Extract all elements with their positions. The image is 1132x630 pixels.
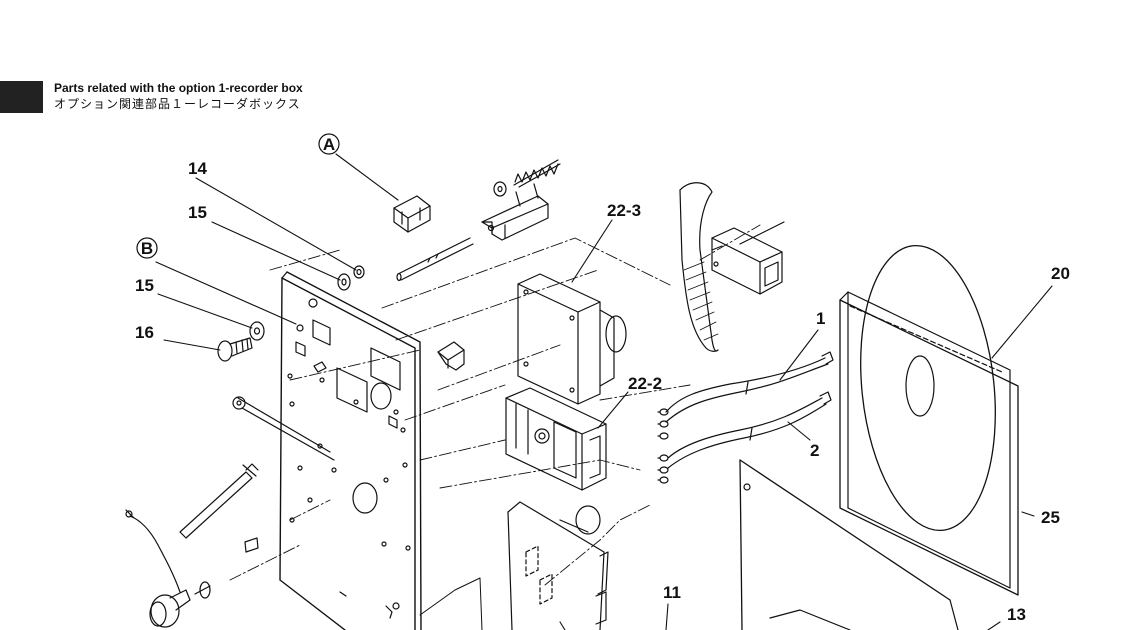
spring — [513, 159, 561, 188]
washer-15-upper — [337, 273, 351, 291]
label-part-14: 14 — [188, 159, 207, 178]
page-title-japanese: オプション関連部品１ーレコーダボックス — [54, 97, 301, 111]
washer-15-lower — [249, 321, 265, 341]
callout-a: A — [318, 133, 340, 155]
leader-lines — [155, 153, 1053, 630]
page-header: Parts related with the option 1-recorder… — [54, 81, 303, 112]
enclosure-panel — [739, 459, 959, 630]
label-part-11: 11 — [663, 583, 681, 602]
callout-a-letter: A — [323, 135, 335, 154]
envelope-25 — [839, 291, 1019, 596]
assembly-guide-lines — [229, 224, 761, 586]
label-part-13: 13 — [1007, 605, 1026, 624]
nut-14 — [353, 265, 365, 279]
paper-strip — [679, 182, 719, 352]
label-part-22-2: 22-2 — [628, 374, 662, 393]
module-22-3 — [517, 273, 627, 405]
label-part-20: 20 — [1051, 264, 1070, 283]
label-part-15-lower: 15 — [135, 276, 154, 295]
small-clip — [244, 537, 259, 553]
tie-rod — [232, 396, 335, 461]
recorder-head-block — [711, 221, 785, 295]
lever-arm — [179, 463, 259, 539]
connector-a-part — [393, 195, 431, 233]
section-tab-marker — [0, 81, 43, 113]
small-bracket — [437, 341, 465, 371]
callout-b: B — [136, 237, 158, 259]
label-part-1: 1 — [816, 309, 825, 328]
mounting-plate — [279, 271, 422, 630]
shaft — [396, 237, 474, 282]
label-part-22-3: 22-3 — [607, 201, 641, 220]
cable-2 — [657, 391, 832, 484]
label-part-25: 25 — [1041, 508, 1060, 527]
bracket — [481, 183, 549, 241]
label-part-2: 2 — [810, 441, 819, 460]
circuit-board — [419, 501, 609, 630]
callout-b-letter: B — [141, 239, 153, 258]
label-part-16: 16 — [135, 323, 154, 342]
spring-washer — [493, 181, 507, 197]
module-22-2 — [505, 387, 607, 491]
buzzer-assembly — [125, 509, 211, 628]
cable-1 — [657, 351, 834, 440]
screw-16 — [217, 337, 253, 362]
label-part-15-upper: 15 — [188, 203, 207, 222]
page-title-english: Parts related with the option 1-recorder… — [54, 81, 303, 95]
chart-disc-20 — [849, 244, 1003, 532]
